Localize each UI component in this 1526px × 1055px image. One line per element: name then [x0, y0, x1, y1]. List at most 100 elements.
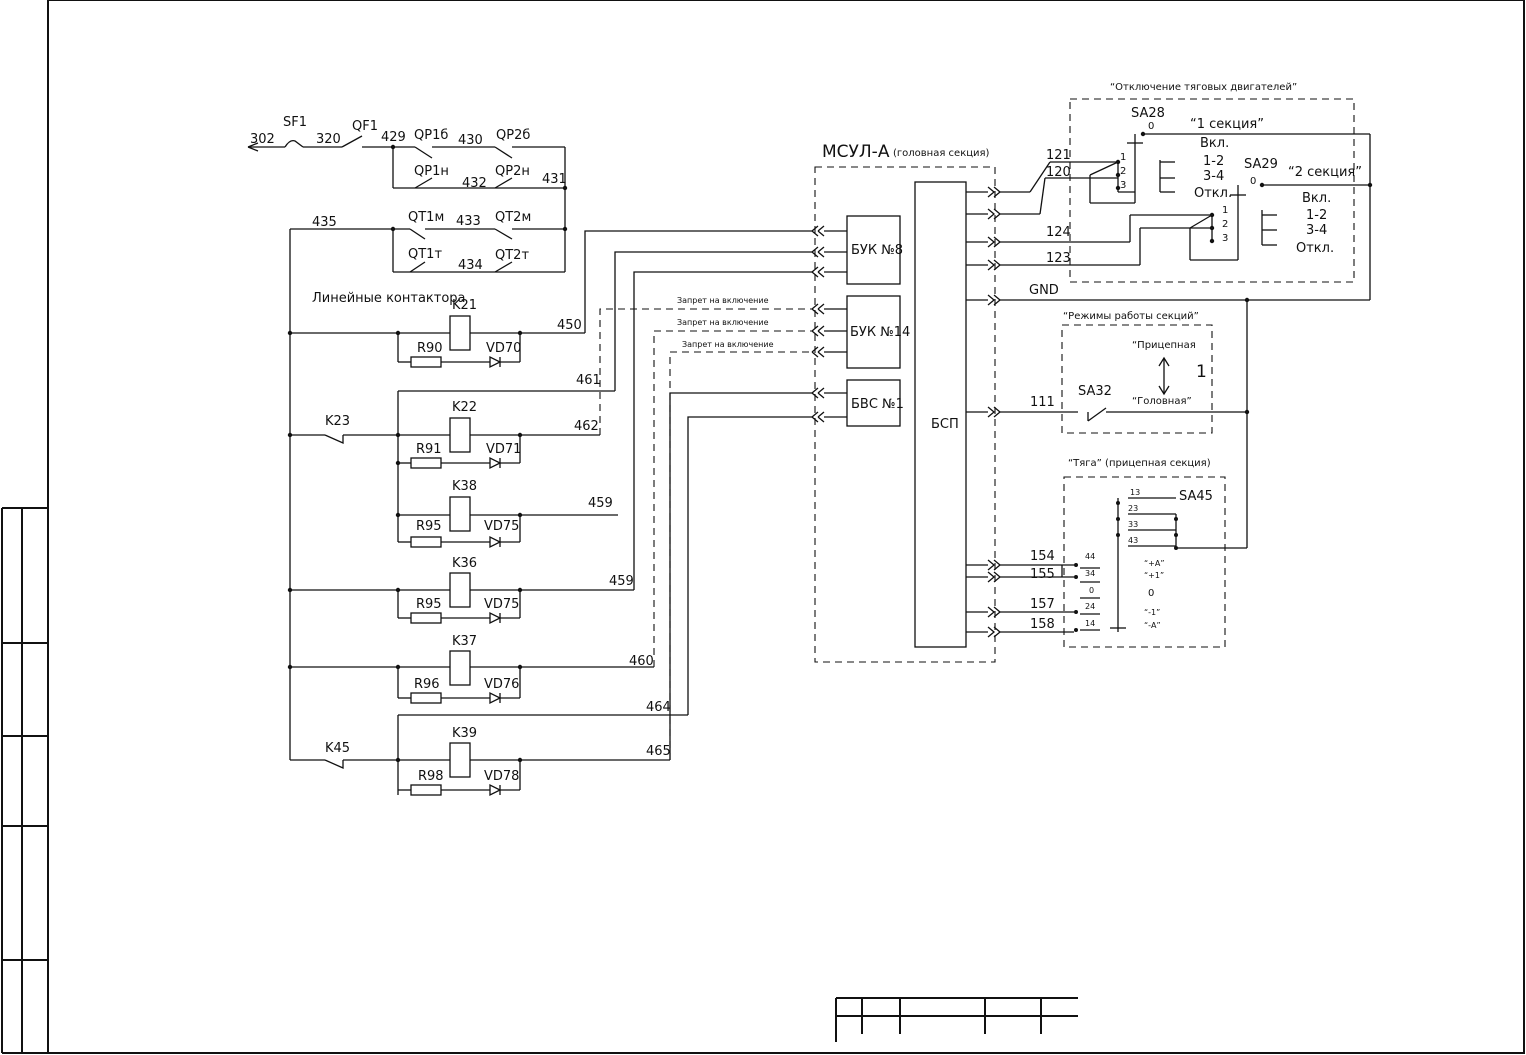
- k36-label: K36: [452, 556, 477, 571]
- sa28-off: Откл.: [1194, 186, 1232, 201]
- msul-a-subtitle: (головная секция): [893, 148, 990, 159]
- sa45-0: 0: [1089, 586, 1094, 595]
- wire-124: 124: [1046, 225, 1071, 240]
- buk14-block: [846, 295, 901, 369]
- sa45-switch: [1000, 497, 1247, 633]
- pos-plus-1: “+1”: [1144, 571, 1164, 580]
- vd70-diode: [489, 355, 502, 369]
- sa45-14: 14: [1085, 619, 1095, 628]
- wire-302: 302: [250, 132, 275, 147]
- sa45-23: 23: [1128, 504, 1138, 513]
- wire-432: 432: [462, 176, 487, 191]
- qp1n-label: QP1н: [414, 164, 449, 179]
- k38-coil: [449, 496, 471, 532]
- k23-label: K23: [325, 414, 350, 429]
- traction-motors-frame: [1069, 98, 1355, 283]
- module-blocks: [846, 181, 967, 648]
- wire-157: 157: [1030, 597, 1055, 612]
- sa29-contact-2: 2: [1222, 219, 1228, 230]
- sf1-label: SF1: [283, 115, 307, 130]
- signal-wires: [584, 230, 812, 760]
- k21-label: K21: [452, 298, 477, 313]
- vd76-label: VD76: [484, 677, 519, 692]
- wire-155: 155: [1030, 567, 1055, 582]
- k45-label: K45: [325, 741, 350, 756]
- buk14-label: БУК №14: [850, 325, 910, 340]
- wire-320: 320: [316, 132, 341, 147]
- msul-a-frame: [814, 166, 996, 663]
- sec1-label: “1 секция”: [1190, 117, 1264, 132]
- mode-marker: 1: [1196, 362, 1207, 382]
- r90-label: R90: [417, 341, 443, 356]
- ban-label-3: Запрет на включение: [682, 340, 774, 349]
- gnd-label: GND: [1029, 283, 1059, 298]
- r90-resistor: [410, 356, 442, 368]
- vd75-label-a: VD75: [484, 519, 519, 534]
- pos-plus-a: “+А”: [1144, 559, 1164, 568]
- sa45-34: 34: [1085, 569, 1095, 578]
- k36-circuit: [290, 572, 634, 625]
- sa28-on: Вкл.: [1200, 136, 1229, 151]
- r91-resistor: [410, 457, 442, 469]
- sa29-pos12: 1-2: [1306, 208, 1327, 223]
- left-bus: [287, 229, 293, 760]
- sa45-13: 13: [1130, 488, 1140, 497]
- k39-label: K39: [452, 726, 477, 741]
- sa45-24: 24: [1085, 602, 1095, 611]
- r95-label-a: R95: [416, 519, 442, 534]
- qf1-switch: [341, 135, 363, 148]
- sa45-43: 43: [1128, 536, 1138, 545]
- traction-frame: [1063, 476, 1226, 648]
- wire-123: 123: [1046, 251, 1071, 266]
- traction-title: “Тяга” (прицепная секция): [1068, 458, 1211, 469]
- msul-a-title: МСУЛ-А: [822, 142, 890, 162]
- wire-433: 433: [456, 214, 481, 229]
- vd70-label: VD70: [486, 341, 521, 356]
- sa29-wiring: [1000, 182, 1370, 266]
- vd75-diode-b: [489, 611, 502, 625]
- wire-461: 461: [576, 373, 601, 388]
- pos-zero: 0: [1148, 588, 1154, 599]
- sa29-contact-1: 1: [1222, 205, 1228, 216]
- pos-minus-1: “-1”: [1144, 608, 1160, 617]
- vd75-label-b: VD75: [484, 597, 519, 612]
- sa29-zero: 0: [1250, 176, 1256, 187]
- vd71-label: VD71: [486, 442, 521, 457]
- wire-121: 121: [1046, 148, 1071, 163]
- k22-coil: [449, 417, 471, 453]
- ban-label-1: Запрет на включение: [677, 296, 769, 305]
- modes-title: “Режимы работы секций”: [1063, 311, 1199, 322]
- sa45-44: 44: [1085, 552, 1095, 561]
- qf1-label: QF1: [352, 119, 378, 134]
- buk8-block: [846, 215, 901, 285]
- r95-label-b: R95: [416, 597, 442, 612]
- sa29-label: SA29: [1244, 157, 1278, 172]
- bsp-block: [914, 181, 967, 648]
- wire-120: 120: [1046, 165, 1071, 180]
- bsp-label: БСП: [931, 417, 959, 432]
- wire-431: 431: [542, 172, 567, 187]
- k22-label: K22: [452, 400, 477, 415]
- r95-resistor-b: [410, 612, 442, 624]
- qp2n-label: QP2н: [495, 164, 530, 179]
- qt2m-label: QT2м: [495, 210, 531, 225]
- sa29-on: Вкл.: [1302, 191, 1331, 206]
- k38-label: K38: [452, 479, 477, 494]
- vd71-diode: [489, 456, 502, 470]
- qt2t-label: QT2т: [495, 248, 529, 263]
- pos-minus-a: “-А”: [1144, 621, 1161, 630]
- k39-circuit: [290, 714, 688, 797]
- vd75-diode-a: [489, 535, 502, 549]
- wire-464: 464: [646, 700, 671, 715]
- sa29-contact-3: 3: [1222, 233, 1228, 244]
- wire-434: 434: [458, 258, 483, 273]
- wire-460: 460: [629, 654, 654, 669]
- wire-435: 435: [312, 215, 337, 230]
- sa45-33: 33: [1128, 520, 1138, 529]
- traction-motors-title: “Отключение тяговых двигателей”: [1110, 82, 1297, 93]
- k21-circuit: [290, 315, 585, 369]
- wire-111: 111: [1030, 395, 1055, 410]
- r96-label: R96: [414, 677, 440, 692]
